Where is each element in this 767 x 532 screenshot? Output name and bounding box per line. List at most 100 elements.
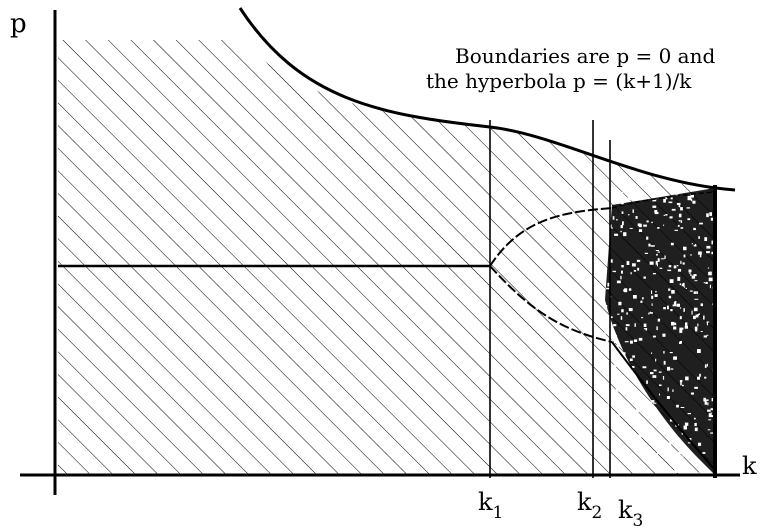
chaos-speckle bbox=[649, 312, 653, 314]
chaos-speckle bbox=[687, 413, 691, 415]
chaos-speckle bbox=[711, 398, 714, 402]
chaos-speckle bbox=[638, 223, 642, 228]
chaos-speckle bbox=[643, 435, 645, 438]
chaos-speckle bbox=[660, 258, 665, 260]
chaos-speckle bbox=[653, 402, 657, 404]
chaos-speckle bbox=[695, 328, 698, 332]
chaos-speckle bbox=[648, 450, 652, 453]
chaos-speckle bbox=[610, 259, 613, 263]
chaos-speckle bbox=[692, 200, 696, 204]
chaos-speckle bbox=[623, 388, 627, 392]
chaos-speckle bbox=[695, 314, 699, 318]
chaos-speckle bbox=[661, 425, 665, 428]
chaos-speckle bbox=[644, 252, 648, 254]
chaos-speckle bbox=[652, 335, 656, 338]
chaos-speckle bbox=[679, 446, 681, 449]
chaos-speckle bbox=[668, 288, 671, 291]
chaos-speckle bbox=[633, 447, 637, 451]
chaos-speckle bbox=[676, 202, 681, 205]
chaos-speckle bbox=[613, 200, 615, 205]
chaos-speckle bbox=[602, 222, 604, 225]
chaos-speckle bbox=[651, 438, 655, 441]
chaos-speckle bbox=[672, 389, 674, 392]
chaos-speckle bbox=[654, 210, 658, 213]
chaos-speckle bbox=[652, 198, 657, 202]
chaos-speckle bbox=[680, 260, 682, 264]
annotation-line-2: the hyperbola p = (k+1)/k bbox=[426, 69, 692, 93]
chaos-speckle bbox=[674, 322, 677, 326]
chaos-speckle bbox=[706, 245, 711, 249]
chaos-speckle bbox=[662, 376, 665, 380]
chaos-speckle bbox=[636, 409, 640, 413]
chaos-speckle bbox=[710, 217, 714, 221]
chaos-speckle bbox=[624, 288, 628, 293]
chaos-speckle bbox=[606, 459, 608, 462]
chaos-speckle bbox=[680, 307, 682, 309]
chaos-speckle bbox=[652, 464, 656, 467]
chaos-speckle bbox=[679, 327, 684, 330]
chaos-speckle bbox=[667, 269, 672, 272]
x-axis-label: k bbox=[742, 452, 757, 480]
chaos-speckle bbox=[614, 427, 616, 430]
chaos-speckle bbox=[638, 337, 643, 341]
chaos-speckle bbox=[665, 197, 668, 200]
chaos-speckle bbox=[604, 413, 606, 416]
chaos-speckle bbox=[699, 222, 703, 225]
chaos-speckle bbox=[659, 393, 660, 396]
chaos-speckle bbox=[640, 192, 644, 195]
chaos-speckle bbox=[673, 302, 677, 306]
chaos-speckle bbox=[616, 381, 618, 385]
chaos-speckle bbox=[633, 270, 637, 272]
chaos-speckle bbox=[625, 327, 628, 331]
chaos-speckle bbox=[655, 260, 658, 265]
chaos-speckle bbox=[668, 295, 672, 299]
chaos-speckle bbox=[687, 442, 691, 444]
chaos-speckle bbox=[693, 274, 697, 277]
chaos-speckle bbox=[607, 374, 611, 377]
chaos-speckle bbox=[657, 462, 660, 465]
chaos-speckle bbox=[632, 430, 634, 434]
chaos-speckle bbox=[620, 407, 623, 411]
chaos-speckle bbox=[646, 236, 649, 240]
chaos-speckle bbox=[616, 382, 620, 386]
chaos-speckle bbox=[693, 227, 696, 231]
chaos-speckle bbox=[683, 425, 687, 430]
chaos-speckle bbox=[649, 311, 652, 313]
chaos-speckle bbox=[603, 253, 606, 256]
chaos-speckle bbox=[649, 407, 653, 412]
chaos-speckle bbox=[620, 446, 623, 450]
chaos-speckle bbox=[620, 386, 624, 389]
chaos-speckle bbox=[679, 454, 682, 458]
chaos-speckle bbox=[615, 388, 619, 392]
chaos-speckle bbox=[682, 454, 686, 457]
chaos-speckle bbox=[683, 308, 685, 312]
chaos-speckle bbox=[640, 300, 643, 303]
chaos-speckle bbox=[706, 321, 710, 323]
chaos-speckle bbox=[679, 380, 683, 383]
chaos-speckle bbox=[663, 351, 665, 354]
chaos-speckle bbox=[620, 202, 623, 205]
chaos-speckle bbox=[688, 269, 692, 273]
chaos-speckle bbox=[679, 329, 683, 333]
chaos-speckle bbox=[617, 414, 622, 416]
chaos-speckle bbox=[690, 454, 693, 459]
chaos-speckle bbox=[620, 230, 622, 233]
chaos-speckle bbox=[680, 407, 685, 408]
chaotic-region bbox=[600, 188, 715, 475]
marker-label-k2: k2 bbox=[577, 488, 602, 523]
chaos-speckle bbox=[626, 312, 628, 315]
chaos-speckle bbox=[671, 208, 676, 211]
chaos-speckle bbox=[679, 283, 681, 286]
chaos-speckle bbox=[605, 287, 610, 290]
chaos-speckle bbox=[670, 368, 674, 370]
chaos-speckle bbox=[632, 263, 636, 267]
chaos-speckle bbox=[641, 317, 644, 319]
chaos-speckle bbox=[665, 214, 668, 216]
chaos-speckle bbox=[617, 421, 619, 425]
chaos-speckle bbox=[697, 465, 701, 470]
chaos-speckle bbox=[670, 309, 673, 312]
chaos-speckle bbox=[651, 303, 653, 306]
chaos-speckle bbox=[630, 340, 633, 344]
chaos-speckle bbox=[710, 412, 712, 416]
